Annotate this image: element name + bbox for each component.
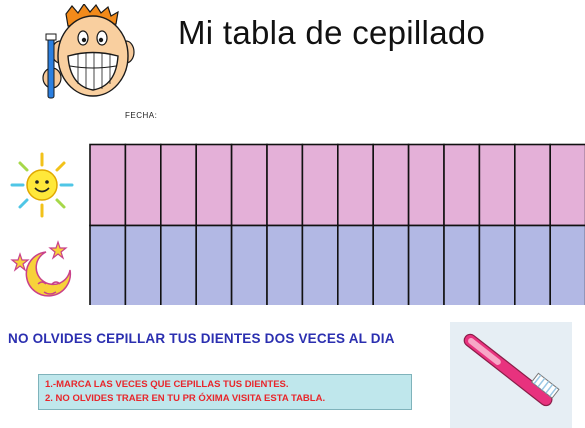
page-title: Mi tabla de cepillado <box>178 14 486 51</box>
chart-cell-morning-5[interactable] <box>230 143 268 227</box>
toothbrush-icon <box>450 322 572 428</box>
chart-cell-morning-9[interactable] <box>372 143 410 227</box>
instruction-line-2: 2. NO OLVIDES TRAER EN TU PR ÓXIMA VISIT… <box>45 393 326 404</box>
chart-cell-morning-10[interactable] <box>407 143 445 227</box>
chart-cell-morning-13[interactable] <box>513 143 551 227</box>
chart-cell-morning-3[interactable] <box>160 143 198 227</box>
chart-cell-morning-8[interactable] <box>337 143 375 227</box>
chart-cell-morning-6[interactable] <box>266 143 304 227</box>
chart-cell-night-11[interactable] <box>443 224 481 306</box>
chart-cell-morning-12[interactable] <box>478 143 516 227</box>
sun-icon <box>10 152 74 218</box>
chart-cell-morning-7[interactable] <box>301 143 339 227</box>
chart-cell-morning-4[interactable] <box>195 143 233 227</box>
smiling-kid-with-toothbrush-icon <box>42 4 135 99</box>
chart-cell-night-4[interactable] <box>195 224 233 306</box>
chart-cell-morning-11[interactable] <box>443 143 481 227</box>
date-label: FECHA: <box>125 111 158 120</box>
chart-cell-night-6[interactable] <box>266 224 304 306</box>
brushing-chart-grid <box>89 143 585 306</box>
chart-cell-night-3[interactable] <box>160 224 198 306</box>
chart-cell-night-1[interactable] <box>89 224 127 306</box>
chart-cell-night-7[interactable] <box>301 224 339 306</box>
chart-cell-night-14[interactable] <box>549 224 585 306</box>
chart-cell-night-2[interactable] <box>124 224 162 306</box>
chart-cell-morning-1[interactable] <box>89 143 127 227</box>
instruction-line-1: 1.-MARCA LAS VECES QUE CEPILLAS TUS DIEN… <box>45 379 289 390</box>
chart-cell-night-8[interactable] <box>337 224 375 306</box>
chart-cell-morning-14[interactable] <box>549 143 585 227</box>
reminder-text: NO OLVIDES CEPILLAR TUS DIENTES DOS VECE… <box>8 331 395 346</box>
chart-cell-night-5[interactable] <box>230 224 268 306</box>
instructions-box: 1.-MARCA LAS VECES QUE CEPILLAS TUS DIEN… <box>38 374 412 410</box>
chart-cell-night-13[interactable] <box>513 224 551 306</box>
chart-cell-night-9[interactable] <box>372 224 410 306</box>
chart-cell-night-10[interactable] <box>407 224 445 306</box>
chart-cell-morning-2[interactable] <box>124 143 162 227</box>
chart-cell-night-12[interactable] <box>478 224 516 306</box>
moon-stars-icon <box>10 240 72 297</box>
